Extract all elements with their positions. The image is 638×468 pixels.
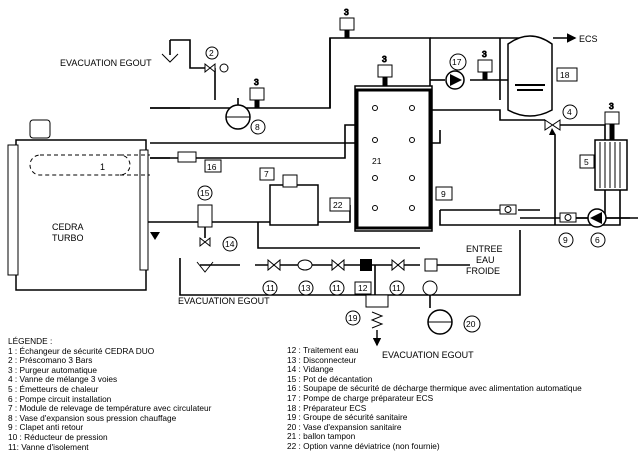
tag-21: 21: [372, 156, 382, 166]
tag-9a: 9: [441, 189, 446, 199]
boiler-cedra-turbo: 1 CEDRA TURBO: [7, 119, 150, 291]
evac-bottom-label: EVACUATION EGOUT: [382, 350, 474, 360]
ecs-charge-pump: 17: [445, 53, 467, 90]
tag-15: 15: [200, 188, 210, 198]
legend-item-15: 15 : Pot de décantation: [287, 373, 373, 384]
legend-item-20: 20 : Vase d'expansion sanitaire: [287, 421, 402, 432]
legend-item-13: 13 : Disconnecteur: [287, 354, 357, 365]
cold-water-line2: EAU: [476, 255, 495, 265]
evac-top-label: EVACUATION EGOUT: [60, 58, 152, 68]
tag-2: 2: [209, 48, 214, 58]
sanitary-safety-group: 19 EVACUATION EGOUT: [345, 294, 474, 360]
tag-3e: 3: [609, 101, 614, 111]
boiler-exchanger-number: 1: [100, 162, 105, 172]
legend-item-12: 12 : Traitement eau: [287, 345, 359, 355]
ecs-label: ECS: [579, 34, 598, 44]
legend-item-5: 5 : Émetteurs de chaleur: [8, 383, 99, 394]
tag-22: 22: [333, 200, 343, 210]
legend-left: LÉGENDE : 1 : Échangeur de sécurité CEDR…: [8, 336, 212, 452]
tag-8: 8: [255, 122, 260, 132]
tag-12: 12: [358, 283, 368, 293]
buffer-tank: 21: [354, 85, 433, 232]
legend-item-16: 16 : Soupape de sécurité de décharge the…: [287, 383, 582, 394]
tag-6: 6: [595, 235, 600, 245]
tag-9b: 9: [563, 235, 568, 245]
legend-item-14: 14 : Vidange: [287, 364, 334, 375]
legend-item-19: 19 : Groupe de sécurité sanitaire: [287, 412, 408, 423]
tag-5: 5: [584, 157, 589, 167]
legend-item-18: 18 : Préparateur ECS: [287, 402, 367, 413]
legend-item-3: 3 : Purgeur automatique: [8, 364, 98, 375]
boiler-name-line1: CEDRA: [52, 222, 84, 232]
expansion-vessel-sanitary: 20: [427, 309, 481, 335]
cold-water-train: 11 13 11 12 11 ENTREE EAU FROIDE: [262, 244, 503, 296]
tag-11b: 11: [332, 283, 341, 293]
thermal-safety-valve: 16: [177, 151, 222, 173]
legend-item-4: 4 : Vanne de mélange 3 voies: [8, 374, 118, 385]
boiler-name-line2: TURBO: [52, 233, 84, 243]
decanter-pot: 15 14 EVACUATION EGOUT: [178, 185, 270, 306]
ecs-preparer: 18 ECS: [507, 34, 598, 117]
tag-13: 13: [301, 283, 311, 293]
tag-20: 20: [466, 319, 476, 329]
installation-pump: 6: [587, 208, 607, 248]
legend-item-8: 8 : Vase d'expansion sous pression chauf…: [8, 412, 177, 423]
legend-item-1: 1 : Échangeur de sécurité CEDRA DUO: [8, 345, 155, 356]
tag-11a: 11: [266, 283, 275, 293]
tag-3c: 3: [482, 49, 487, 59]
legend-item-22: 22 : Option vanne déviatrice (non fourni…: [287, 440, 440, 451]
mixing-valve: 4: [544, 104, 578, 135]
legend-right: 12 : Traitement eau 13 : Disconnecteur 1…: [287, 345, 582, 452]
legend-item-2: 2 : Préscomano 3 Bars: [8, 355, 93, 366]
expansion-vessel-heating: 8: [225, 104, 266, 135]
tag-4: 4: [567, 107, 572, 117]
cold-water-line1: ENTREE: [466, 244, 503, 254]
tag-18: 18: [560, 70, 570, 80]
tag-11c: 11: [392, 283, 401, 293]
legend-item-21: 21 : ballon tampon: [287, 431, 356, 442]
check-valve-2: 9: [558, 212, 577, 248]
tag-16: 16: [207, 162, 217, 172]
legend-item-9: 9 : Clapet anti retour: [8, 422, 84, 433]
cold-water-line3: FROIDE: [466, 266, 500, 276]
legend-title: LÉGENDE :: [8, 336, 53, 346]
tag-3d: 3: [254, 77, 259, 87]
legend-item-11: 11: Vanne d'isolement: [8, 441, 89, 452]
legend-item-10: 10 : Réducteur de pression: [8, 431, 108, 442]
tag-3b: 3: [382, 54, 387, 64]
evac-mid-label: EVACUATION EGOUT: [178, 296, 270, 306]
check-valve-1: 9: [435, 186, 517, 215]
air-vents: 3 3 3 3 3: [249, 7, 620, 141]
tag-19: 19: [348, 313, 358, 323]
temperature-module: 7 22: [259, 167, 351, 226]
pressure-relief: 2 EVACUATION EGOUT: [60, 46, 229, 74]
tag-3a: 3: [344, 7, 349, 17]
legend-item-7: 7 : Module de relevage de température av…: [8, 403, 212, 414]
tag-7: 7: [264, 169, 269, 179]
legend-item-17: 17 : Pompe de charge préparateur ECS: [287, 392, 434, 403]
boiler-drain-marker: [150, 232, 160, 240]
tag-17: 17: [452, 57, 462, 67]
tag-14: 14: [225, 239, 235, 249]
legend-item-6: 6 : Pompe circuit installation: [8, 393, 112, 404]
heat-emitter: 5: [579, 139, 628, 191]
